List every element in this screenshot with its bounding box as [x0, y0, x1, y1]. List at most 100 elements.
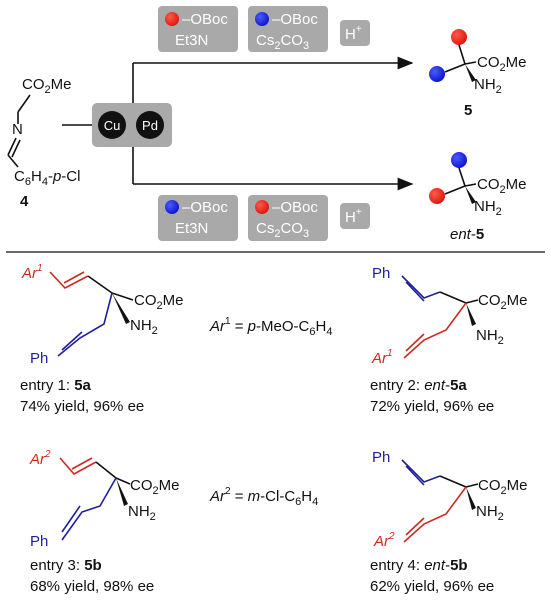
double-bond	[405, 281, 425, 302]
entry2-ar1: Ar1	[371, 348, 393, 367]
bond	[439, 475, 467, 488]
entry1-ester: CO2Me	[134, 292, 183, 312]
entry3-amine: NH2	[128, 503, 156, 523]
blue-alkenyl	[401, 275, 441, 299]
entry2-ester: CO2Me	[478, 292, 527, 312]
entry-1-structure: Ar1 CO2Me NH2 Ph	[21, 263, 183, 367]
blue-alkenyl	[57, 292, 113, 357]
wedge-bond	[465, 186, 476, 204]
bond	[439, 291, 467, 304]
blue-allyl-icon	[165, 200, 179, 214]
product-5-label: 5	[464, 102, 472, 119]
blue-alkenyl	[401, 459, 441, 483]
wedge-bond	[466, 487, 476, 510]
blue-substituent	[429, 66, 445, 82]
substrate-aryl: C6H4-p-Cl	[14, 168, 80, 188]
entry-3-yield: 68% yield, 98% ee	[30, 578, 154, 595]
acid-box-1	[340, 20, 370, 46]
red-substituent	[451, 29, 467, 45]
upper-reagent-2: –OBoc	[272, 11, 318, 28]
substrate-4: CO2Me N C6H4-p-Cl 4	[7, 76, 80, 210]
red-alkenyl	[59, 457, 97, 476]
compound-number-4: 4	[20, 193, 29, 210]
bond	[444, 63, 466, 73]
entry-4-caption: entry 4: ent-5b	[370, 557, 468, 574]
bond	[465, 299, 479, 304]
lower-reagent-1: –OBoc	[182, 199, 228, 216]
entry-2-yield: 72% yield, 96% ee	[370, 398, 494, 415]
double-bond	[61, 505, 81, 533]
entry-1-caption: entry 1: 5a	[20, 377, 92, 394]
upper-base-1: Et3N	[175, 32, 208, 49]
blue-allyl-icon	[255, 12, 269, 26]
entry4-ar2: Ar2	[373, 531, 395, 550]
entry-3-structure: Ar2 CO2Me NH2 Ph	[29, 449, 179, 550]
double-bond	[405, 465, 425, 486]
product-5-ester: CO2Me	[477, 54, 526, 74]
lower-base-1: Et3N	[175, 220, 208, 237]
product-ent5-ester: CO2Me	[477, 176, 526, 196]
entry-2-structure: Ph CO2Me NH2 Ar1	[371, 265, 527, 367]
upper-base-2: Cs2CO3	[256, 32, 309, 52]
blue-substituent	[451, 152, 467, 168]
entry4-amine: NH2	[476, 503, 504, 523]
blue-alkenyl	[61, 477, 117, 541]
acid-box-2	[340, 203, 370, 229]
product-ent-5: CO2Me NH2 ent-5	[429, 152, 526, 243]
bond	[464, 61, 477, 65]
bond	[17, 94, 31, 113]
bond	[115, 477, 131, 485]
entry-4-yield: 62% yield, 96% ee	[370, 578, 494, 595]
cu-label: Cu	[104, 118, 121, 133]
bond	[87, 275, 113, 294]
lower-conditions: –OBoc Et3N –OBoc Cs2CO3 H+	[158, 195, 370, 241]
double-bond	[63, 271, 85, 284]
entry3-ph: Ph	[30, 533, 48, 550]
entry3-ester: CO2Me	[130, 477, 179, 497]
bond	[458, 44, 466, 65]
ar1-label: Ar1	[21, 263, 43, 282]
pd-circle	[136, 111, 164, 139]
double-bond	[71, 457, 93, 470]
pd-label: Pd	[142, 118, 158, 133]
bond	[7, 154, 19, 168]
bond	[111, 292, 134, 301]
red-allyl-icon	[165, 12, 179, 26]
entry4-ph: Ph	[372, 449, 390, 466]
product-5-amine: NH2	[474, 76, 502, 96]
double-bond	[61, 331, 83, 351]
red-alkenyl	[49, 271, 89, 289]
bond	[464, 183, 477, 187]
upper-conditions: –OBoc Et3N –OBoc Cs2CO3 H+	[158, 6, 370, 52]
red-allyl-icon	[255, 200, 269, 214]
ar2-label: Ar2	[29, 449, 51, 468]
entry-2-caption: entry 2: ent-5a	[370, 377, 467, 394]
bond	[458, 167, 466, 187]
wedge-bond	[466, 303, 476, 326]
ar1-definition: Ar1 = p-MeO-C6H4	[209, 316, 332, 338]
upper-reagent-1: –OBoc	[182, 11, 228, 28]
bond	[465, 483, 479, 488]
catalyst-box: Cu Pd	[92, 103, 172, 147]
ar2-definition: Ar2 = m-Cl-C6H4	[209, 486, 318, 508]
entry2-amine: NH2	[476, 327, 504, 347]
red-substituent	[429, 188, 445, 204]
entry2-ph: Ph	[372, 265, 390, 282]
product-ent5-label: ent-5	[450, 226, 484, 243]
double-bond	[405, 517, 425, 536]
wedge-bond	[116, 478, 128, 506]
entry1-ph: Ph	[30, 350, 48, 367]
red-alkenyl	[403, 302, 467, 359]
wedge-bond	[112, 293, 130, 324]
entry-3-caption: entry 3: 5b	[30, 557, 102, 574]
wedge-bond	[465, 64, 476, 82]
substrate-ester: CO2Me	[22, 76, 71, 96]
bond	[95, 461, 117, 479]
entry4-ester: CO2Me	[478, 477, 527, 497]
lower-reagent-2: –OBoc	[272, 199, 318, 216]
red-alkenyl	[403, 486, 467, 543]
entry-1-yield: 74% yield, 96% ee	[20, 398, 144, 415]
product-ent5-amine: NH2	[474, 198, 502, 218]
entry-4-structure: Ph CO2Me NH2 Ar2	[372, 449, 527, 550]
